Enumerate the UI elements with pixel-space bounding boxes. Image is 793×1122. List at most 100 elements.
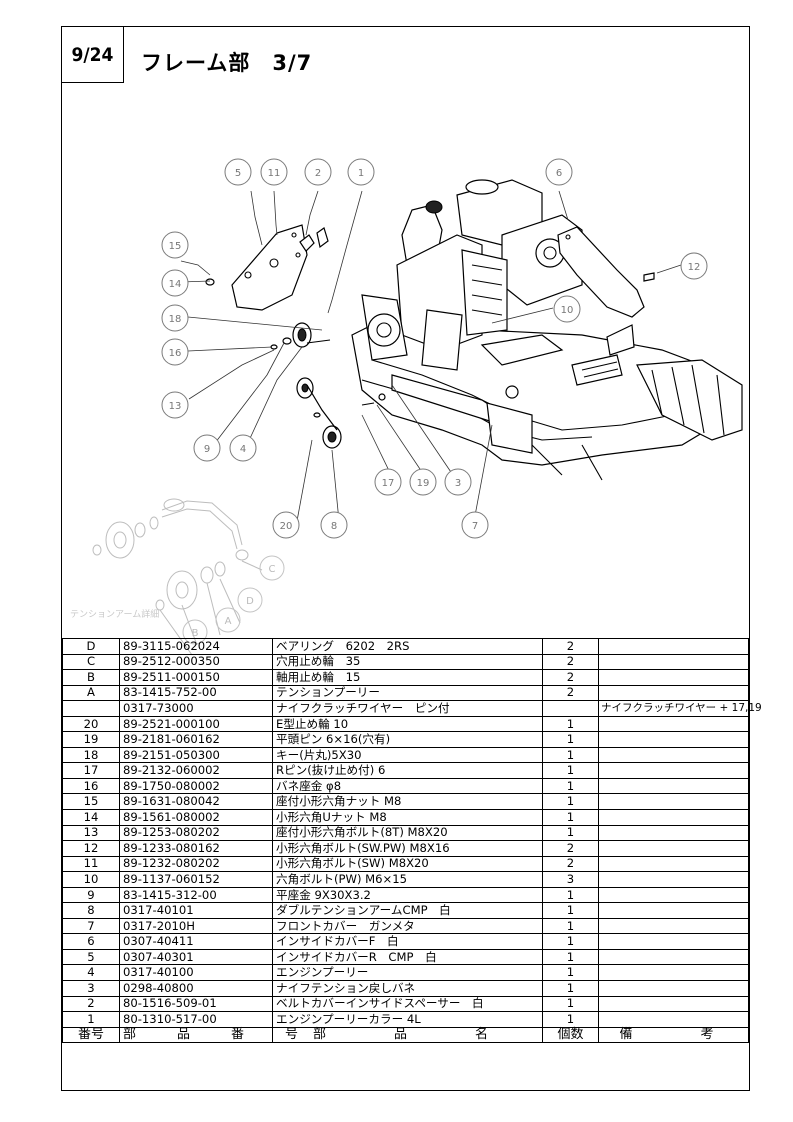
part-name: 座付小形六角ボルト(8T) M8X20 xyxy=(272,824,543,842)
quantity: 1 xyxy=(542,762,599,779)
inside-cover-f-drawing xyxy=(557,226,645,318)
page-number: 9/24 xyxy=(62,27,124,83)
part-number: 80-1310-517-00 xyxy=(119,1011,273,1028)
part-number: 89-2512-000350 xyxy=(119,653,273,671)
callout-13: 13 xyxy=(161,391,189,419)
svg-text:17: 17 xyxy=(382,478,395,489)
row-number: 13 xyxy=(62,824,120,842)
quantity: 1 xyxy=(542,886,599,904)
callout-D: D xyxy=(237,587,263,613)
callout-14: 14 xyxy=(161,269,189,297)
callout-20: 20 xyxy=(272,511,300,539)
part-name: ベルトカバーインサイドスペーサー 白 xyxy=(272,995,543,1013)
remark: ナイフクラッチワイヤー + 17,19 xyxy=(598,700,762,717)
callout-10: 10 xyxy=(553,295,581,323)
part-name: インサイドカバーF 白 xyxy=(272,933,543,950)
part-number: 89-2511-000150 xyxy=(119,669,273,686)
quantity: 2 xyxy=(542,653,599,671)
row-number: 6 xyxy=(62,933,120,950)
row-number: 4 xyxy=(62,964,120,982)
svg-text:12: 12 xyxy=(688,262,701,273)
remark xyxy=(598,809,749,826)
row-number: 2 xyxy=(62,995,120,1013)
part-name: 平座金 9X30X3.2 xyxy=(272,886,543,904)
part-callouts: 5 11 2 1 6 12 15 14 18 10 16 13 9 4 17 1… xyxy=(161,158,708,539)
callout-A: A xyxy=(215,607,241,633)
callout-9: 9 xyxy=(193,434,221,462)
part-name: エンジンプーリー xyxy=(272,964,543,982)
part-name: ナイフテンション戻しバネ xyxy=(272,980,543,997)
row-number: 16 xyxy=(62,777,120,795)
row-number: 20 xyxy=(62,715,120,733)
callout-8: 8 xyxy=(320,511,348,539)
header-remark: 備 考 xyxy=(598,1026,749,1044)
quantity: 2 xyxy=(542,855,599,873)
remark xyxy=(598,948,749,966)
part-number: 89-1750-080002 xyxy=(119,777,273,795)
remark xyxy=(598,980,749,997)
callout-12: 12 xyxy=(680,252,708,280)
page-frame: 9/24 フレーム部 3/7 xyxy=(61,26,762,1091)
part-number: 89-2132-060002 xyxy=(119,762,273,779)
row-number: 14 xyxy=(62,809,120,826)
part-name: インサイドカバーR CMP 白 xyxy=(272,948,543,966)
remark xyxy=(598,855,749,873)
remark xyxy=(598,715,749,733)
remark xyxy=(598,995,749,1013)
quantity: 2 xyxy=(542,840,599,857)
part-number: 89-1137-060152 xyxy=(119,871,273,888)
part-number: 0317-2010H xyxy=(119,917,273,935)
quantity: 1 xyxy=(542,1011,599,1028)
quantity: 1 xyxy=(542,746,599,764)
part-number: 0307-40411 xyxy=(119,933,273,950)
quantity: 1 xyxy=(542,824,599,842)
callout-15: 15 xyxy=(161,231,189,259)
remark xyxy=(598,1011,749,1028)
row-number: 19 xyxy=(62,731,120,748)
quantity: 1 xyxy=(542,964,599,982)
remark xyxy=(598,684,749,702)
row-number xyxy=(62,700,120,717)
part-number: 0317-73000 xyxy=(119,700,273,717)
part-name: フロントカバー ガンメタ xyxy=(272,917,543,935)
quantity: 1 xyxy=(542,809,599,826)
row-number: 15 xyxy=(62,793,120,811)
callout-3: 3 xyxy=(444,468,472,496)
remark xyxy=(598,964,749,982)
svg-text:4: 4 xyxy=(240,444,246,455)
remark xyxy=(598,917,749,935)
part-name: バネ座金 φ8 xyxy=(272,777,543,795)
callout-5: 5 xyxy=(224,158,252,186)
exploded-parts-diagram: テンションアーム詳細 C D A B 5 11 2 1 6 12 15 14 1… xyxy=(70,158,743,656)
callout-17: 17 xyxy=(374,468,402,496)
table-header-row: 番号部 品 番 号部 品 名個数備 考 xyxy=(62,1026,749,1044)
part-name: 小形六角ボルト(SW) M8X20 xyxy=(272,855,543,873)
svg-text:10: 10 xyxy=(561,305,574,316)
svg-text:13: 13 xyxy=(169,401,182,412)
row-number: 17 xyxy=(62,762,120,779)
callout-7: 7 xyxy=(461,511,489,539)
quantity: 2 xyxy=(542,669,599,686)
row-number: C xyxy=(62,653,120,671)
inside-cover-r-drawing xyxy=(231,224,315,311)
part-name: 穴用止め輪 35 xyxy=(272,653,543,671)
quantity: 1 xyxy=(542,995,599,1013)
remark xyxy=(598,762,749,779)
part-name: ダブルテンションアームCMP 白 xyxy=(272,902,543,919)
svg-text:5: 5 xyxy=(235,168,241,179)
svg-text:11: 11 xyxy=(268,168,281,179)
row-number: 9 xyxy=(62,886,120,904)
remark xyxy=(598,777,749,795)
callout-11: 11 xyxy=(260,158,288,186)
row-number: 18 xyxy=(62,746,120,764)
svg-text:16: 16 xyxy=(169,348,182,359)
